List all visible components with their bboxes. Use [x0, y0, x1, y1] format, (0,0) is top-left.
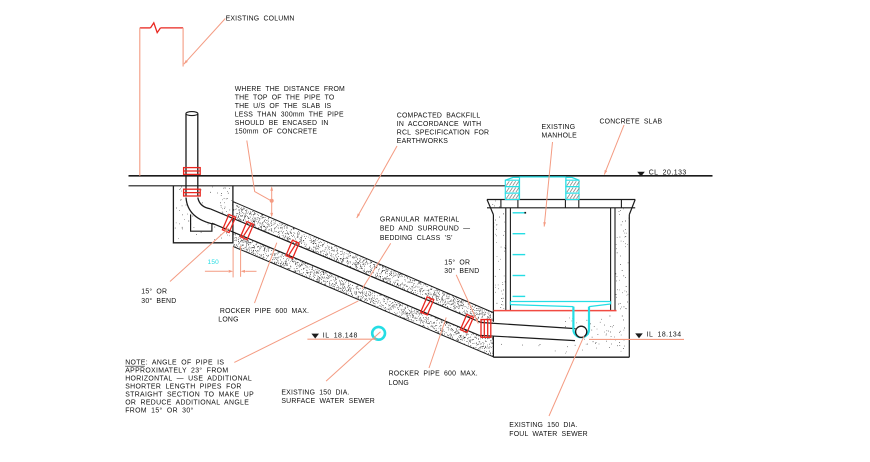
svg-text:150: 150 [208, 259, 220, 266]
svg-text:EXISTING 150 DIA.: EXISTING 150 DIA. [509, 422, 577, 429]
svg-text:SHORTER LENGTH PIPES FOR: SHORTER LENGTH PIPES FOR [125, 384, 242, 391]
svg-text:GRANULAR MATERIAL: GRANULAR MATERIAL [380, 217, 460, 224]
svg-text:ROCKER PIPE 600 MAX.: ROCKER PIPE 600 MAX. [220, 308, 309, 315]
svg-text:CL 20.133: CL 20.133 [649, 169, 687, 176]
svg-text:MANHOLE: MANHOLE [542, 132, 578, 139]
svg-text:BEDDING CLASS ’S’: BEDDING CLASS ’S’ [380, 235, 453, 242]
svg-text:ROCKER PIPE 600 MAX.: ROCKER PIPE 600 MAX. [389, 370, 478, 377]
svg-text:APPROXIMATELY 23° FROM: APPROXIMATELY 23° FROM [125, 367, 228, 375]
svg-text:30° BEND: 30° BEND [141, 297, 176, 305]
svg-text:15° OR: 15° OR [141, 288, 167, 296]
svg-text:IL 18.134: IL 18.134 [647, 332, 682, 339]
svg-text:THE TOP OF THE PIPE TO: THE TOP OF THE PIPE TO [235, 94, 335, 101]
svg-text:LONG: LONG [218, 316, 238, 323]
svg-text:STRAIGHT SECTION TO MAKE UP: STRAIGHT SECTION TO MAKE UP [125, 392, 254, 399]
svg-text:EXISTING: EXISTING [542, 124, 576, 131]
svg-text:FOUL WATER SEWER: FOUL WATER SEWER [509, 431, 588, 438]
svg-text:WHERE THE DISTANCE FROM: WHERE THE DISTANCE FROM [235, 86, 345, 93]
svg-text:OR REDUCE ADDITIONAL ANGLE: OR REDUCE ADDITIONAL ANGLE [125, 400, 249, 407]
svg-text:SURFACE WATER SEWER: SURFACE WATER SEWER [281, 398, 375, 405]
svg-text:HORIZONTAL — USE ADDITIONAL: HORIZONTAL — USE ADDITIONAL [125, 376, 252, 383]
svg-text:CONCRETE SLAB: CONCRETE SLAB [600, 118, 663, 125]
svg-text:THE U/S OF THE SLAB IS: THE U/S OF THE SLAB IS [235, 103, 332, 110]
svg-text:RCL SPECIFICATION FOR: RCL SPECIFICATION FOR [397, 130, 489, 137]
svg-text:NOTE: ANGLE OF PIPE IS: NOTE: ANGLE OF PIPE IS [125, 360, 224, 367]
svg-text:IN ACCORDANCE WITH: IN ACCORDANCE WITH [397, 121, 482, 128]
svg-text:15° OR: 15° OR [444, 259, 470, 267]
svg-text:EARTHWORKS: EARTHWORKS [397, 138, 448, 145]
svg-text:COMPACTED BACKFILL: COMPACTED BACKFILL [397, 113, 481, 120]
svg-text:LONG: LONG [389, 380, 409, 387]
svg-text:EXISTING COLUMN: EXISTING COLUMN [226, 16, 295, 23]
svg-text:BED AND SURROUND —: BED AND SURROUND — [380, 226, 470, 233]
svg-text:FROM 15° OR 30°: FROM 15° OR 30° [125, 407, 193, 415]
svg-text:EXISTING 150 DIA.: EXISTING 150 DIA. [281, 390, 349, 397]
svg-text:150mm OF CONCRETE: 150mm OF CONCRETE [235, 128, 318, 135]
svg-text:IL 18.148: IL 18.148 [323, 333, 358, 340]
svg-text:SHOULD BE ENCASED IN: SHOULD BE ENCASED IN [235, 120, 329, 127]
svg-text:LESS THAN 300mm THE PIPE: LESS THAN 300mm THE PIPE [235, 111, 344, 118]
svg-text:30° BEND: 30° BEND [444, 267, 479, 275]
